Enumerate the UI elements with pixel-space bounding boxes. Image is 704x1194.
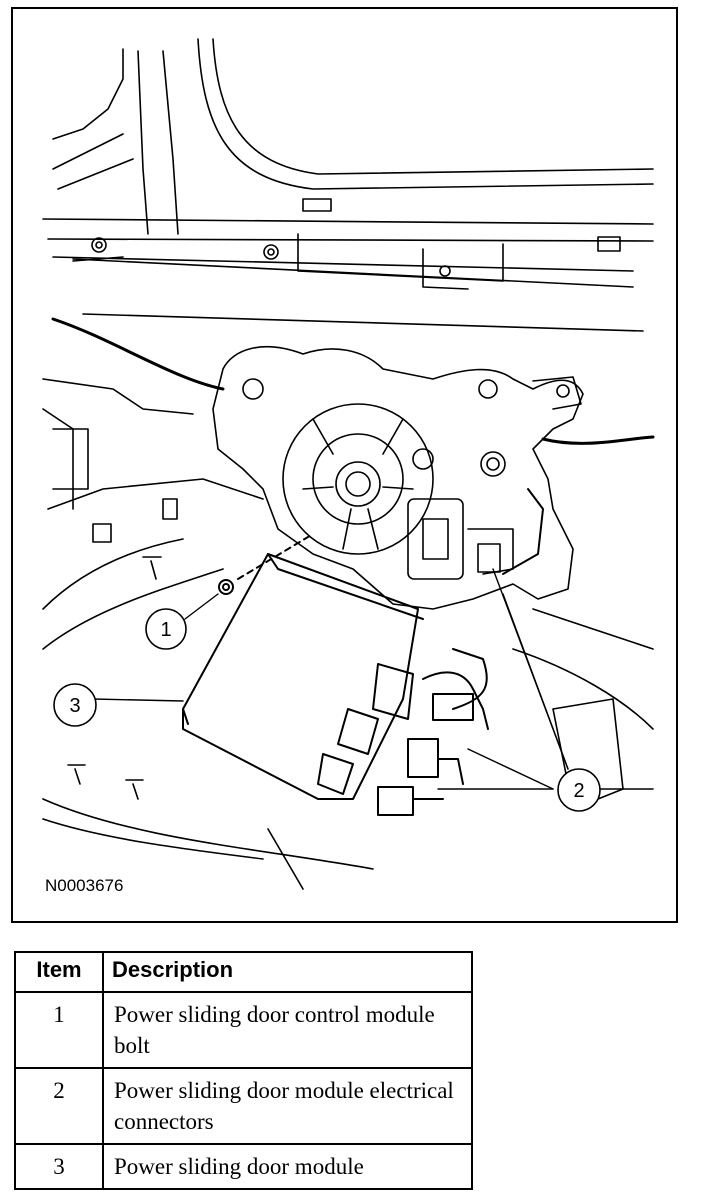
table-row: 1 Power sliding door control module bolt (14, 991, 473, 1069)
control-module (182, 533, 424, 800)
door-motor-assembly (212, 346, 584, 610)
figure-id-label: N0003676 (45, 876, 124, 895)
svg-text:3: 3 (69, 695, 80, 717)
legend-item-description: Power sliding door control module bolt (102, 991, 473, 1069)
legend-item-description: Power sliding door module (102, 1143, 473, 1190)
legend-header-item: Item (14, 951, 104, 993)
table-row: 2 Power sliding door module electrical c… (14, 1067, 473, 1145)
legend-item-description: Power sliding door module electrical con… (102, 1067, 473, 1145)
legend-table: Item Description 1 Power sliding door co… (14, 951, 473, 1190)
drive-cable (51, 317, 655, 445)
legend-item-number: 1 (14, 991, 104, 1069)
electrical-connectors (377, 488, 544, 816)
callout-2: 2 (557, 768, 601, 812)
callout-1: 1 (145, 608, 187, 650)
callout-3: 3 (53, 683, 97, 727)
door-frame-panel (42, 38, 654, 332)
legend-header-row: Item Description (14, 951, 473, 993)
floor-panel (42, 378, 654, 890)
svg-text:2: 2 (573, 780, 584, 802)
door-mechanism-illustration: 1 3 2 (42, 38, 655, 890)
diagram-figure: 1 3 2 N0003676 (11, 7, 678, 923)
legend-item-number: 2 (14, 1067, 104, 1145)
legend-item-number: 3 (14, 1143, 104, 1190)
table-row: 3 Power sliding door module (14, 1143, 473, 1190)
legend-header-description: Description (102, 951, 473, 993)
svg-text:1: 1 (160, 619, 171, 641)
callout-leaders (92, 568, 569, 790)
